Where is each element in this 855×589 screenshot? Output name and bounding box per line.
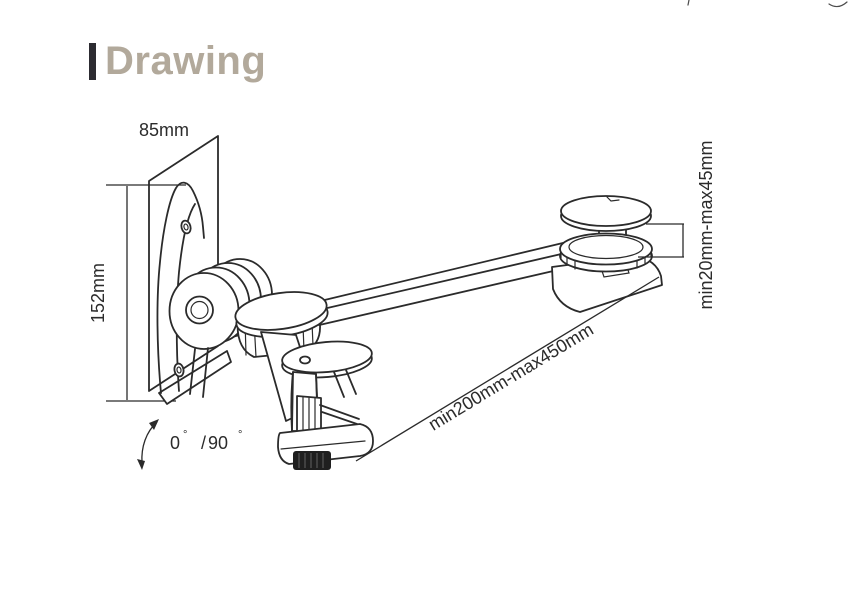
plate-width-label: 85mm [139,120,189,140]
clamp-disc-hole [299,355,311,365]
clamp-gap-label: min20mm-max45mm [696,140,716,309]
head-assembly [551,195,663,313]
rotation-annotation: 0 ° / 90 ° [137,419,242,470]
arm-reach-label: min200mm-max450mm [425,319,597,434]
clamp-body [277,371,374,470]
head-lower-disc [559,232,653,273]
hub-disc [168,272,240,398]
clamp-knob [293,451,331,470]
rotation-slash: / [201,433,206,453]
hub-hole [185,295,214,325]
bracket-screw-bottom [173,362,185,378]
page-title: Drawing [105,39,267,83]
clamp-disc [281,340,373,398]
accent-bar [89,42,96,80]
dimension-plate-height: 152mm [88,184,186,402]
bracket-screw-top [180,219,192,235]
cropped-artifacts [687,0,848,8]
degree-symbol: ° [238,429,242,441]
rotation-max-label: 90 [208,433,228,453]
section-header: Drawing [89,39,267,83]
plate-height-label: 152mm [88,263,108,323]
degree-symbol: ° [183,429,187,441]
wall-bracket [156,181,232,405]
dimension-clamp-gap: min20mm-max45mm [638,140,716,310]
extension-arm [309,241,576,327]
rotation-min-label: 0 [170,433,180,453]
head-top-disc [560,195,652,232]
